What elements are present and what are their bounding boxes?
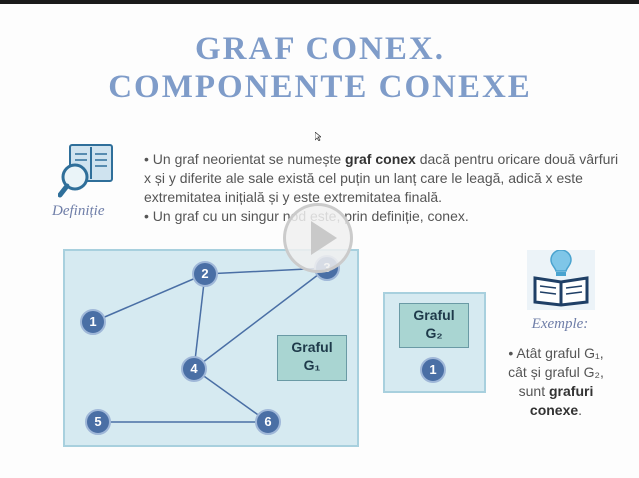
- play-button[interactable]: [283, 203, 353, 273]
- g1-node-6: 6: [255, 409, 281, 435]
- top-bar: [0, 0, 639, 4]
- edge-2-4: [193, 273, 206, 370]
- graph-g2-label: Graful G₂: [399, 303, 469, 348]
- book-magnifier-icon: [58, 144, 113, 198]
- title-line-2: COMPONENTE CONEXE: [108, 69, 532, 105]
- g1-node-4: 4: [181, 356, 207, 382]
- definition-label: Definiție: [52, 203, 105, 219]
- edge-4-6: [193, 368, 269, 423]
- graph-g1-label: Graful G₁: [277, 335, 347, 381]
- lightbulb-book-icon: [527, 250, 595, 310]
- examples-label: Exemple:: [531, 316, 589, 332]
- grafuri-conexe-term: grafuri conexe: [529, 383, 594, 418]
- title-line-1: GRAF CONEX.: [195, 31, 445, 67]
- g1-node-1: 1: [80, 309, 106, 335]
- edge-1-2: [92, 273, 206, 323]
- g2-node-1: 1: [420, 357, 446, 383]
- mouse-cursor-icon: [315, 132, 321, 141]
- graf-conex-term: graf conex: [345, 151, 416, 167]
- play-icon: [311, 221, 337, 255]
- g1-node-5: 5: [85, 409, 111, 435]
- slide-title: GRAF CONEX. COMPONENTE CONEXE: [60, 30, 580, 106]
- edge-3-4: [193, 267, 328, 370]
- examples-text: • Atât graful G₁, cât și graful G₂, sunt…: [508, 345, 604, 418]
- definition-bullet-1: • Un graf neorientat se numește graf con…: [144, 151, 619, 205]
- g1-node-2: 2: [192, 261, 218, 287]
